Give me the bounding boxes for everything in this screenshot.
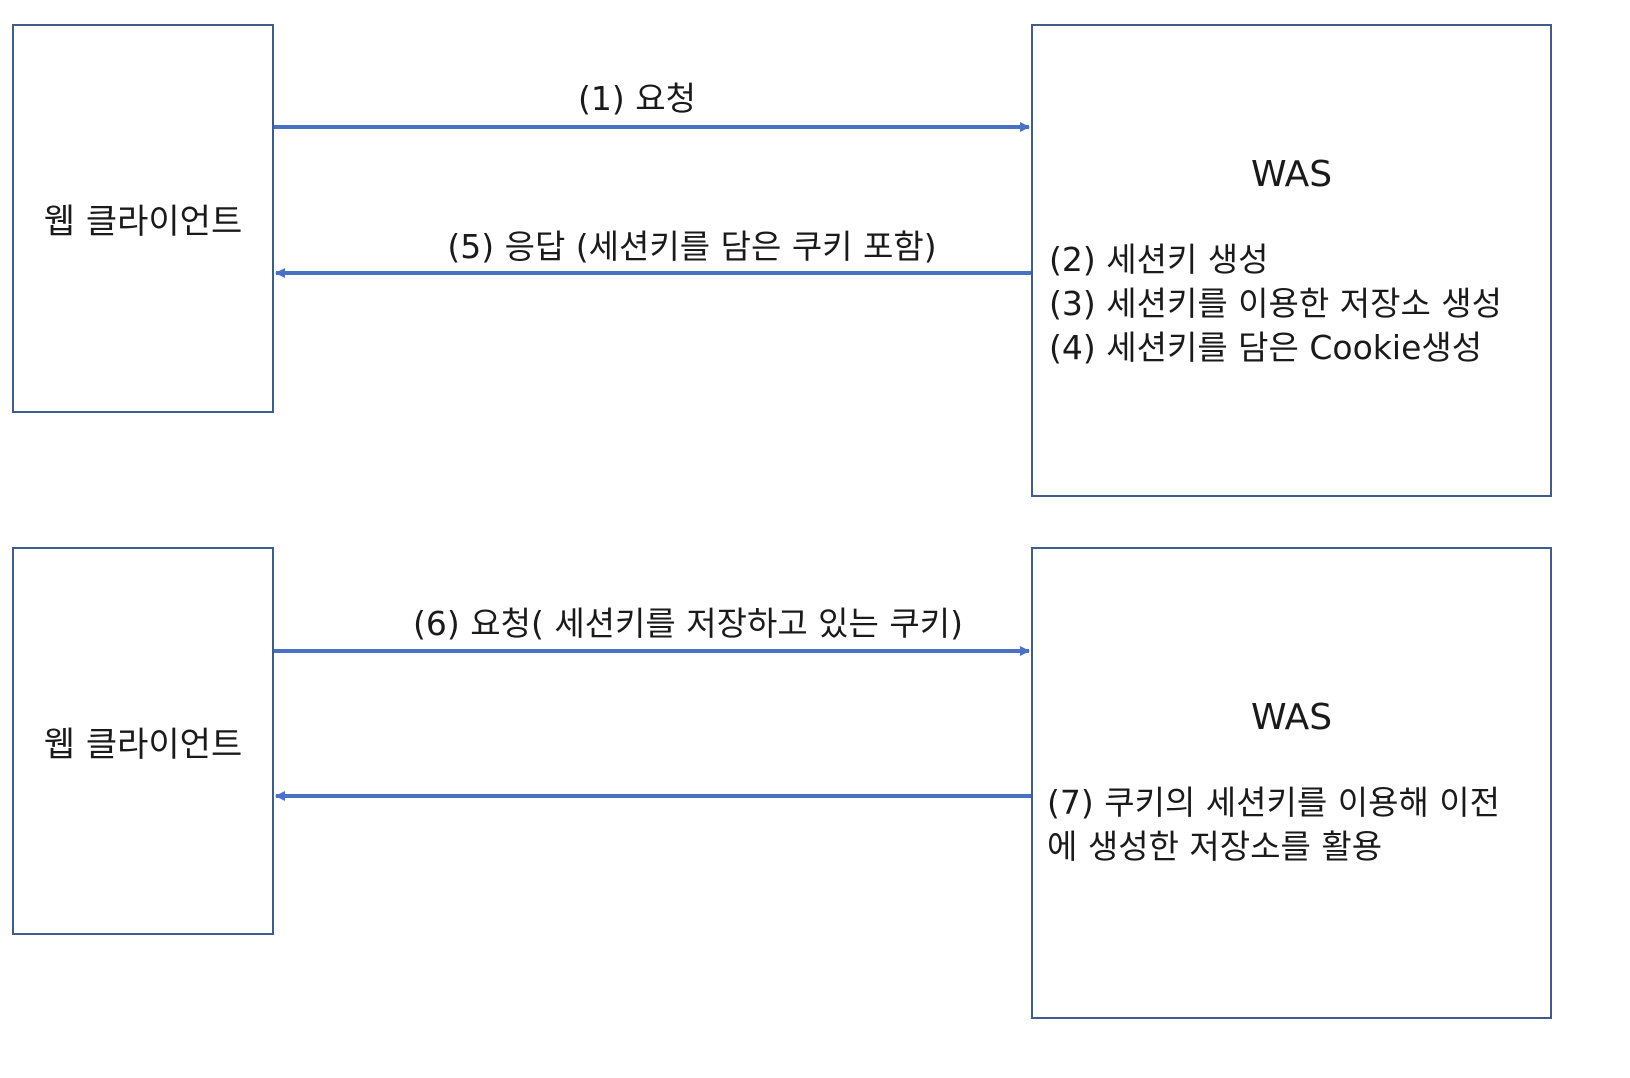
top-was-step-4: (4) 세션키를 담은 Cookie생성 — [1049, 328, 1483, 367]
top-was-steps: (2) 세션키 생성 (3) 세션키를 이용한 저장소 생성 (4) 세션키를 … — [1049, 238, 1502, 370]
top-request-label: (1) 요청 — [578, 79, 696, 118]
bottom-web-client-label: 웹 클라이언트 — [43, 724, 243, 765]
top-was-step-3: (3) 세션키를 이용한 저장소 생성 — [1049, 284, 1503, 323]
bottom-request-label: (6) 요청( 세션키를 저장하고 있는 쿠키) — [413, 604, 963, 643]
top-was-box: WAS (2) 세션키 생성 (3) 세션키를 이용한 저장소 생성 (4) 세… — [1031, 24, 1552, 497]
bottom-web-client-box: 웹 클라이언트 — [12, 547, 274, 935]
bottom-was-box: WAS (7) 쿠키의 세션키를 이용해 이전에 생성한 저장소를 활용 — [1031, 547, 1552, 1019]
top-was-step-2: (2) 세션키 생성 — [1049, 240, 1269, 279]
top-web-client-label: 웹 클라이언트 — [43, 202, 243, 242]
bottom-was-title: WAS — [1250, 697, 1333, 738]
bottom-was-step-7: (7) 쿠키의 세션키를 이용해 이전에 생성한 저장소를 활용 — [1047, 783, 1501, 866]
top-response-label: (5) 응답 (세션키를 담은 쿠키 포함) — [447, 227, 937, 266]
top-web-client-box: 웹 클라이언트 — [12, 24, 274, 413]
top-was-title: WAS — [1250, 154, 1333, 195]
